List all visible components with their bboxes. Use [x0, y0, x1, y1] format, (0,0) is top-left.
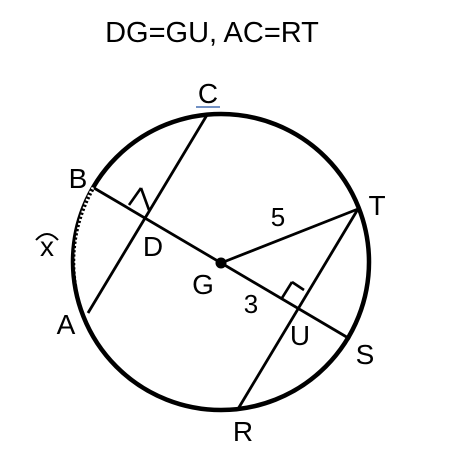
point-label-d: D: [143, 231, 163, 262]
length-label-gt: 5: [271, 202, 285, 232]
circle: [70, 111, 372, 413]
point-label-a: A: [57, 309, 76, 340]
point-label-s: S: [356, 339, 375, 370]
right-angle-d-a: [139, 187, 151, 211]
arc-symbol: [35, 233, 59, 241]
length-label-gu: 3: [244, 289, 258, 319]
arc-label-x: x: [40, 231, 54, 262]
point-label-g: G: [192, 269, 214, 300]
point-label-t: T: [368, 190, 385, 221]
center-point-g: [215, 257, 227, 269]
chord-ac: [86, 114, 209, 314]
right-angle-d-b: [127, 187, 143, 206]
right-angle-u-a: [291, 280, 305, 292]
given-equations: DG=GU, AC=RT: [105, 17, 319, 49]
point-label-r: R: [233, 416, 253, 447]
point-label-u: U: [290, 320, 310, 351]
arc-x: [74, 186, 97, 314]
point-label-c: C: [198, 78, 218, 109]
point-label-b: B: [69, 163, 88, 194]
radius-gt: [220, 207, 359, 265]
right-angle-u-b: [280, 281, 294, 299]
